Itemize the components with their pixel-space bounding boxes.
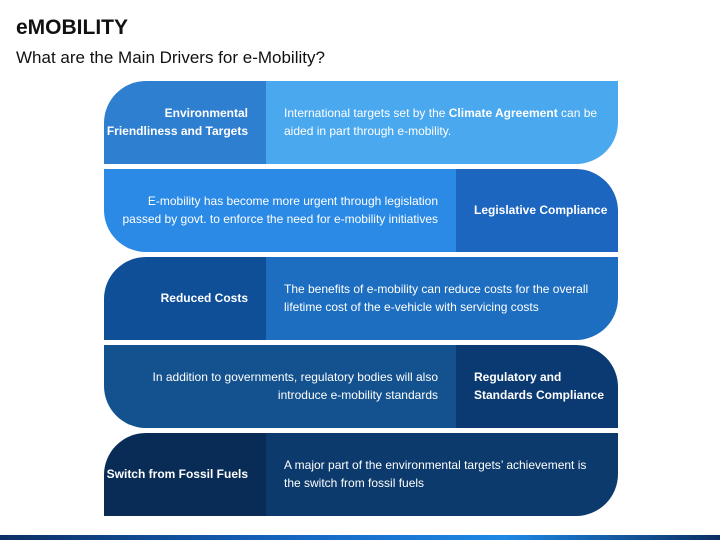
driver-description: A major part of the environmental target…: [266, 433, 618, 516]
driver-row-legislative: E-mobility has become more urgent throug…: [104, 169, 618, 252]
driver-label-text: Switch from Fossil Fuels: [106, 466, 248, 481]
driver-description: International targets set by the Climate…: [266, 81, 618, 164]
driver-label-text: Reduced Costs: [160, 290, 248, 305]
driver-label-text: Regulatory and Standards Compliance: [474, 370, 605, 402]
driver-label-text: Environmental Friendliness and Targets: [106, 106, 248, 138]
driver-description: E-mobility has become more urgent throug…: [104, 169, 456, 252]
page-subtitle: What are the Main Drivers for e-Mobility…: [16, 48, 325, 67]
driver-row-environmental: Environmental Friendliness and Targets I…: [104, 81, 618, 164]
driver-description-text: In addition to governments, regulatory b…: [152, 370, 439, 402]
driver-label: Switch from Fossil Fuels: [104, 433, 266, 516]
driver-description: The benefits of e-mobility can reduce co…: [266, 257, 618, 340]
driver-label: Reduced Costs: [104, 257, 266, 340]
driver-description-text: International targets set by the Climate…: [284, 105, 604, 140]
footer-accent-bar: [0, 535, 720, 540]
desc-text-pre: International targets set by the: [284, 106, 449, 121]
driver-description-text: The benefits of e-mobility can reduce co…: [284, 282, 589, 314]
driver-label-text: Legislative Compliance: [474, 202, 608, 217]
driver-description: In addition to governments, regulatory b…: [104, 345, 456, 428]
page-title: eMOBILITY: [16, 16, 129, 39]
desc-text-bold: Climate Agreement: [448, 106, 558, 121]
driver-label: Legislative Compliance: [456, 169, 618, 252]
driver-row-reduced-costs: Reduced Costs The benefits of e-mobility…: [104, 257, 618, 340]
driver-label: Regulatory and Standards Compliance: [456, 345, 618, 428]
driver-description-text: E-mobility has become more urgent throug…: [122, 194, 438, 226]
driver-label: Environmental Friendliness and Targets: [104, 81, 266, 164]
driver-description-text: A major part of the environmental target…: [284, 458, 587, 490]
driver-row-fossil-fuels: Switch from Fossil Fuels A major part of…: [104, 433, 618, 516]
driver-row-regulatory: In addition to governments, regulatory b…: [104, 345, 618, 428]
desc-text-post: can be aided in part through e-mobility.: [284, 106, 598, 138]
